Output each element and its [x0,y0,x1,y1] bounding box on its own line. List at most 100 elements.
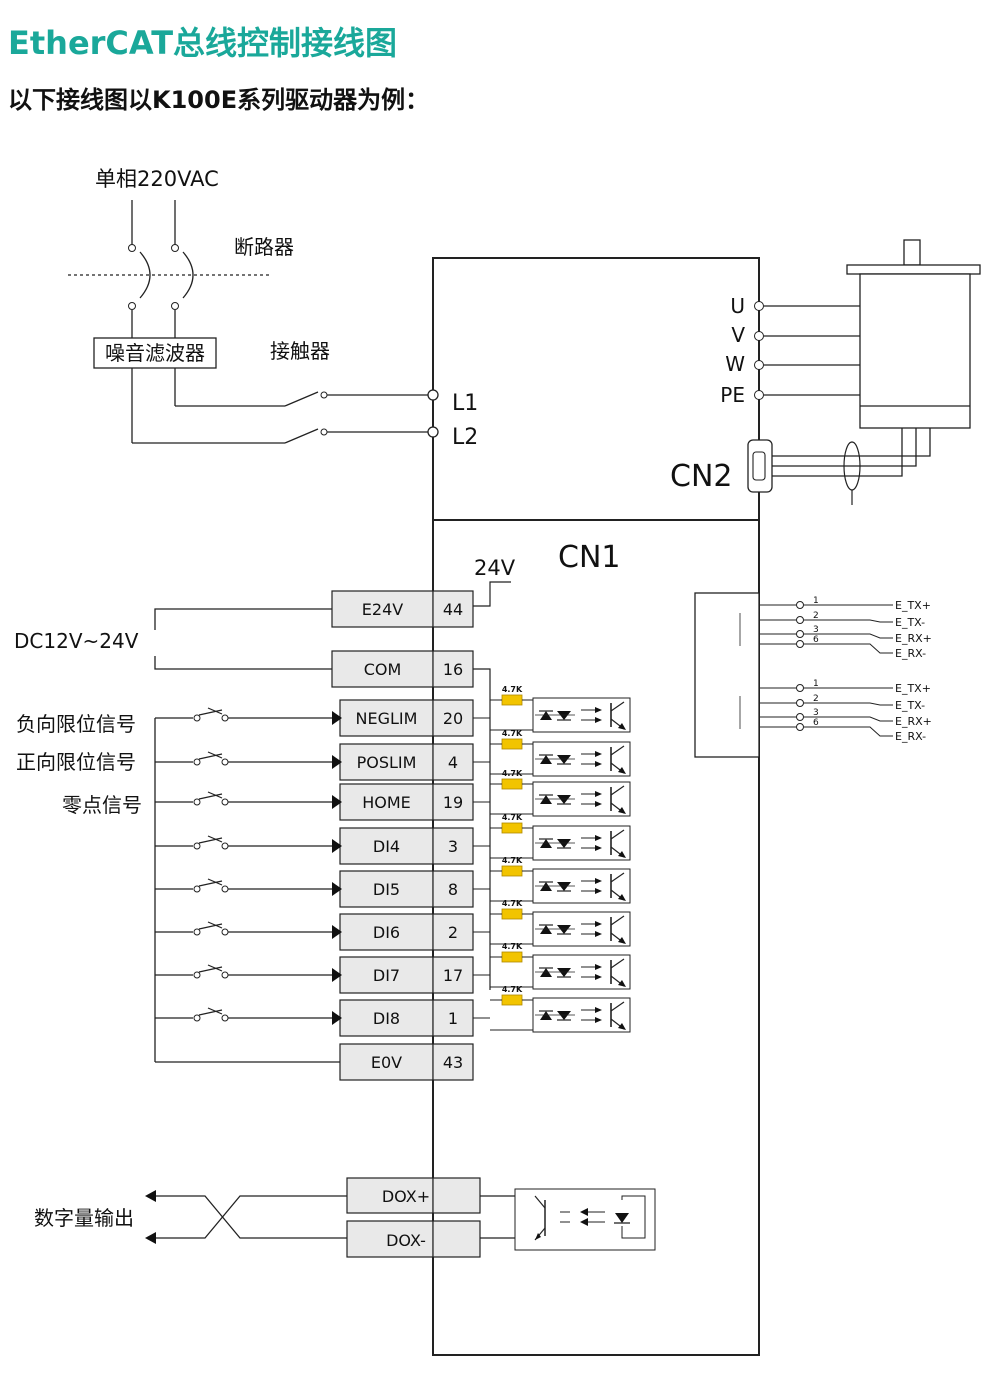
pin-name-e24v: E24V [362,600,403,619]
ethercat-pin-port1-e_rxp: 3 [813,625,819,635]
resistor-poslim [501,738,523,750]
pin-number-poslim: 4 [448,753,458,772]
resistor-di7 [501,951,523,963]
resistor-label-home: 4.7K [502,769,523,778]
ethercat-pin-port2-e_rxm: 6 [813,718,819,728]
signal-label-neglim: 负向限位信号 [16,712,136,736]
ethercat-pin-port1-e_txm: 2 [813,611,819,621]
pin-box-doxp [346,1177,434,1214]
ethercat-signal-port2-e_txp: E_TX+ [895,682,931,695]
ethercat-pin-port1-e_rxm: 6 [813,635,819,645]
noise-filter-label: 噪音滤波器 [105,341,205,365]
page-title: EtherCAT总线控制接线图 [8,24,398,62]
switch-contact-home [221,798,229,806]
pin-name-di5: DI5 [373,880,400,899]
pin-box-di6 [339,913,434,951]
pin-name-di7: DI7 [373,966,400,985]
ethercat-pin-port2-e_txm: 2 [813,694,819,704]
resistor-label-di6: 4.7K [502,899,523,908]
pin-number-di8: 1 [448,1009,458,1028]
ethercat-signal-port1-e_txp: E_TX+ [895,599,931,612]
cn2-label: CN2 [670,459,732,494]
motor-terminal-pe: PE [720,383,745,407]
pin-number-di4: 3 [448,837,458,856]
resistor-home [501,778,523,790]
pin-name-poslim: POSLIM [357,753,417,772]
output-optocoupler [480,1188,656,1251]
digital-output-label: 数字量输出 [34,1206,134,1230]
ethercat-signal-port2-e_rxp: E_RX+ [895,715,932,728]
pin-name-e0v: E0V [371,1053,402,1072]
switch-contact-di8 [221,1014,229,1022]
signal-label-poslim: 正向限位信号 [16,750,136,774]
pin-name-com: COM [364,660,402,679]
resistor-label-poslim: 4.7K [502,729,523,738]
pin-box-di5 [339,870,434,908]
ethercat-signal-port1-e_rxp: E_RX+ [895,632,932,645]
servo-motor [846,239,981,429]
pin-name-home: HOME [362,793,411,812]
resistor-di8 [501,994,523,1006]
switch-contact-di7 [221,971,229,979]
supply-label: 单相220VAC [95,167,219,191]
cn1-label: CN1 [558,540,620,575]
resistor-label-di5: 4.7K [502,856,523,865]
resistor-di4 [501,822,523,834]
switch-contact-di5 [221,885,229,893]
pin-name-doxm: DOX- [386,1231,426,1250]
cn1-input-optocouplers: 4.7K 4.7K 4.7K 4.7K 4.7K 4.7K 4.7K 4.7K [473,668,631,1033]
ethercat-signal-port1-e_txm: E_TX- [895,616,925,629]
resistor-label-di8: 4.7K [502,985,523,994]
switch-contact-di6 [221,928,229,936]
pin-number-home: 19 [443,793,463,812]
pin-box-e24v [331,590,434,628]
resistor-label-di4: 4.7K [502,813,523,822]
switch-contact-neglim [221,714,229,722]
ethercat-signal-port2-e_txm: E_TX- [895,699,925,712]
contactor-label: 接触器 [270,339,330,363]
pin-number-di6: 2 [448,923,458,942]
terminal-l1: L1 [452,391,478,416]
pin-box-di8 [339,999,434,1037]
resistor-label-neglim: 4.7K [502,685,523,694]
motor-terminal-u: U [730,294,745,318]
input-switches [155,707,342,1025]
switch-contact-di4 [221,842,229,850]
motor-terminal-v: V [731,323,745,347]
pin-name-doxp: DOX+ [382,1187,430,1206]
resistor-label-di7: 4.7K [502,942,523,951]
pin-box-di4 [339,827,434,865]
pin-number-com: 16 [443,660,463,679]
ethercat-signal-port1-e_rxm: E_RX- [895,647,926,660]
ethercat-pin-port2-e_rxp: 3 [813,708,819,718]
ethercat-port [694,592,760,758]
pin-name-di6: DI6 [373,923,400,942]
pin-number-neglim: 20 [443,709,463,728]
page-subtitle: 以下接线图以K100E系列驱动器为例： [8,86,430,114]
supply-24v-label: 24V [474,556,516,580]
ethercat-pin-port1-e_txp: 1 [813,596,819,606]
resistor-di6 [501,908,523,920]
ethercat-signal-port2-e_rxm: E_RX- [895,730,926,743]
pin-number-e0v: 43 [443,1053,463,1072]
pin-box-home [339,783,434,821]
pin-name-di8: DI8 [373,1009,400,1028]
pin-name-di4: DI4 [373,837,400,856]
terminal-l2: L2 [452,425,478,450]
switch-contact-poslim [221,758,229,766]
noise-filter-box [93,337,217,369]
pin-box-e0v [339,1043,434,1081]
resistor-neglim [501,694,523,706]
pin-name-neglim: NEGLIM [356,709,418,728]
dc-supply-label: DC12V~24V [14,629,139,653]
pin-box-com [331,650,434,688]
pin-number-di7: 17 [443,966,463,985]
pin-number-e24v: 44 [443,600,463,619]
resistor-di5 [501,865,523,877]
breaker-label: 断路器 [234,235,294,259]
motor-terminal-w: W [725,352,745,376]
ethercat-pin-port2-e_txp: 1 [813,679,819,689]
